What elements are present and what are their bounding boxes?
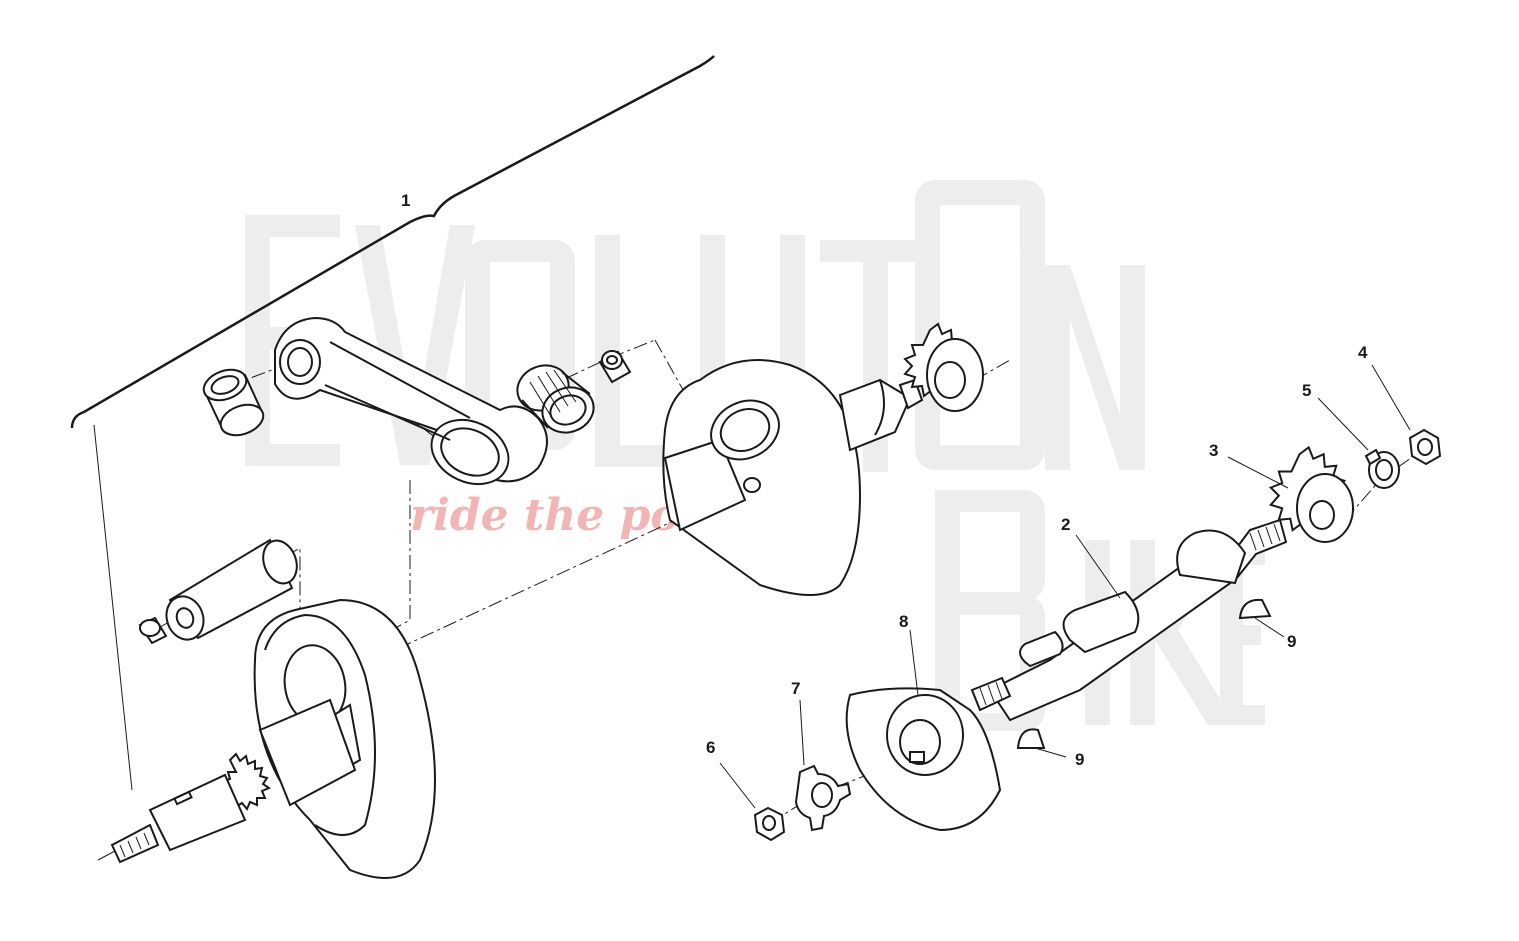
crank-pin bbox=[161, 536, 303, 645]
sprocket-3 bbox=[1271, 447, 1353, 542]
callout-3: 3 bbox=[1209, 441, 1218, 460]
callout-9-upper: 9 bbox=[1287, 632, 1296, 651]
assembly-bracket bbox=[70, 55, 715, 429]
callout-2: 2 bbox=[1061, 515, 1070, 534]
crank-shaft-left bbox=[112, 700, 355, 862]
nut-6 bbox=[755, 808, 784, 840]
crank-web-right bbox=[663, 360, 922, 595]
shaft-2 bbox=[972, 520, 1286, 720]
callout-1: 1 bbox=[401, 191, 410, 210]
sprocket-small bbox=[905, 324, 983, 411]
counterweight-8 bbox=[847, 688, 1000, 830]
callout-leaders bbox=[719, 364, 1411, 809]
small-washer-top bbox=[600, 351, 630, 382]
key-9-lower bbox=[1018, 729, 1044, 748]
lock-washer-5 bbox=[1366, 450, 1399, 488]
connecting-rod bbox=[275, 318, 547, 496]
callout-7: 7 bbox=[791, 679, 800, 698]
key-9-upper bbox=[1240, 600, 1270, 618]
callout-9-lower: 9 bbox=[1075, 750, 1084, 769]
callout-labels: 1 2 3 4 5 6 7 8 9 9 bbox=[401, 191, 1368, 769]
small-end-bushing bbox=[200, 364, 268, 440]
small-washer-left bbox=[140, 618, 166, 643]
callout-6: 6 bbox=[706, 738, 715, 757]
nut-4 bbox=[1410, 430, 1440, 464]
tab-washer-7 bbox=[796, 766, 850, 830]
callout-8: 8 bbox=[899, 612, 908, 631]
needle-bearing bbox=[511, 358, 600, 439]
callout-4: 4 bbox=[1358, 343, 1368, 362]
callout-5: 5 bbox=[1302, 381, 1311, 400]
